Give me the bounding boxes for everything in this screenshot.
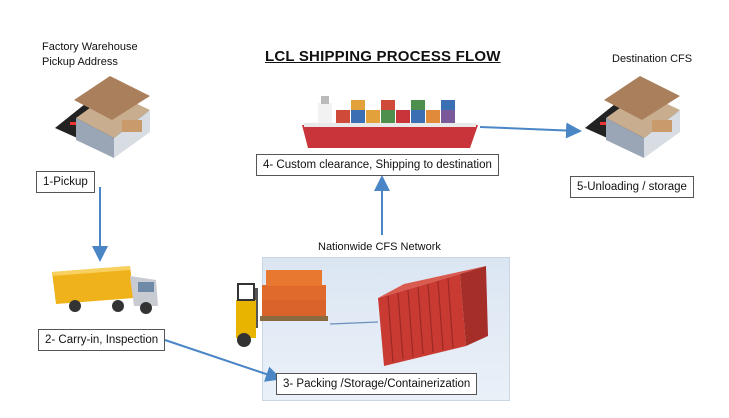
origin-caption-line2: Pickup Address [42, 56, 118, 68]
step-4-custom-clearance: 4- Custom clearance, Shipping to destina… [256, 154, 499, 176]
origin-caption-line1: Factory Warehouse [42, 41, 138, 53]
arrow-shipping-to-destination [479, 122, 582, 139]
arrow-carry-in-to-packing [164, 339, 282, 382]
diagram-title: LCL SHIPPING PROCESS FLOW [265, 48, 501, 65]
origin-warehouse-icon [55, 76, 150, 158]
forklift-icon [236, 270, 328, 347]
destination-caption: Destination CFS [612, 53, 693, 65]
step-3-packing: 3- Packing /Storage/Containerization [276, 373, 478, 395]
origin-caption: Factory Warehouse Pickup Address [42, 40, 138, 70]
step-2-carry-in: 2- Carry-in, Inspection [38, 329, 166, 351]
truck-icon [52, 266, 158, 314]
cargo-ship-icon [302, 96, 478, 148]
step-5-unloading: 5-Unloading / storage [570, 176, 694, 198]
destination-warehouse-icon [585, 76, 680, 158]
arrow-forklift-to-container [329, 321, 379, 325]
shipping-container-icon [378, 266, 488, 366]
cfs-network-caption: Nationwide CFS Network [318, 241, 441, 253]
step-1-pickup: 1-Pickup [36, 171, 95, 193]
